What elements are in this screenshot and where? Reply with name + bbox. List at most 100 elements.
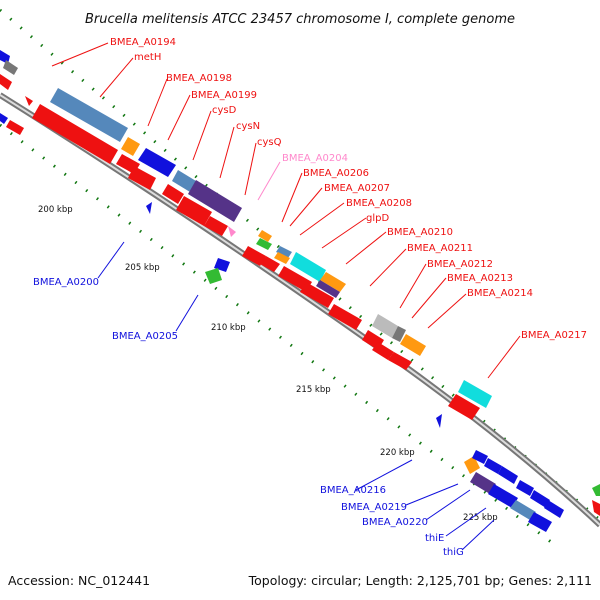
gene-feature [464, 456, 480, 474]
leader-lines [51, 42, 521, 379]
gene-feature [436, 414, 442, 428]
gene-label: cysQ [257, 137, 282, 148]
leader-line [487, 335, 521, 379]
leader-line [445, 507, 487, 537]
gene-feature [392, 326, 406, 342]
gene-feature [242, 246, 266, 266]
gene-feature [6, 120, 24, 135]
gene-feature [592, 484, 600, 496]
gene-label: glpD [366, 213, 389, 224]
gene-label: BMEA_A0217 [521, 330, 587, 341]
kbp-tick-200: 200 kbp [38, 205, 73, 215]
gene-feature [470, 472, 496, 494]
leader-line [192, 110, 212, 161]
leader-line [51, 42, 109, 67]
gene-feature [256, 238, 272, 250]
gene-feature [25, 96, 33, 106]
gene-feature [121, 137, 140, 156]
gene-feature [484, 458, 502, 474]
gene-label: BMEA_A0220 [362, 517, 428, 528]
gene-feature [0, 113, 8, 124]
gene-feature [162, 184, 184, 204]
leader-line [219, 126, 235, 179]
gene-label-pink: BMEA_A0204 [282, 153, 348, 164]
gene-label: BMEA_A0199 [191, 90, 257, 101]
gene-feature [530, 490, 550, 508]
kbp-tick-220: 220 kbp [380, 448, 415, 458]
gene-label: BMEA_A0213 [447, 273, 513, 284]
gene-feature [328, 304, 362, 330]
gene-label: BMEA_A0205 [112, 331, 178, 342]
gene-feature [300, 282, 334, 308]
leader-lines-blue [97, 241, 495, 551]
gene-feature [290, 252, 326, 282]
gene-label: cysD [212, 105, 237, 116]
gene-feature [544, 500, 564, 518]
gene-feature [146, 202, 152, 214]
gene-feature [316, 280, 340, 298]
gene-feature [274, 252, 290, 264]
leader-line-pink [257, 161, 281, 201]
leader-line [355, 459, 413, 491]
gene-label: BMEA_A0212 [427, 259, 493, 270]
kbp-ticks: 200 kbp 205 kbp 210 kbp 215 kbp 220 kbp … [38, 205, 498, 523]
kbp-tick-205: 205 kbp [125, 263, 160, 273]
leader-line [405, 483, 459, 506]
gene-feature [260, 256, 280, 272]
gene-label: thiG [443, 547, 464, 558]
topology-text: Topology: circular; Length: 2,125,701 bp… [248, 573, 592, 588]
gene-label: BMEA_A0211 [407, 243, 473, 254]
leader-line [369, 248, 407, 287]
gene-feature [320, 272, 346, 292]
gene-label: BMEA_A0207 [324, 183, 390, 194]
gene-feature [176, 196, 212, 226]
leader-line [321, 217, 367, 249]
gene-feature [128, 166, 156, 190]
gene-feature [448, 394, 480, 420]
map-title: Brucella melitensis ATCC 23457 chromosom… [85, 12, 515, 27]
gene-label: BMEA_A0219 [341, 502, 407, 513]
gene-label: BMEA_A0200 [33, 277, 99, 288]
gene-feature [458, 380, 492, 408]
gene-label: BMEA_A0198 [166, 73, 232, 84]
gene-feature [372, 342, 394, 360]
gene-feature [228, 226, 236, 237]
gene-label: BMEA_A0208 [346, 198, 412, 209]
gene-feature [204, 216, 228, 236]
gene-label: BMEA_A0214 [467, 288, 533, 299]
gene-label: thiE [425, 533, 444, 544]
leader-line [399, 263, 427, 309]
gene-feature [0, 74, 12, 90]
gene-label: BMEA_A0210 [387, 227, 453, 238]
leader-line [289, 187, 323, 227]
leader-line [461, 519, 495, 551]
gene-labels-blue: BMEA_A0200 BMEA_A0205 BMEA_A0216 BMEA_A0… [33, 277, 464, 558]
leader-line [147, 78, 168, 127]
gene-feature [3, 60, 18, 75]
accession-text: Accession: NC_012441 [8, 573, 150, 588]
kbp-tick-215: 215 kbp [296, 385, 331, 395]
gene-feature [592, 500, 600, 516]
gene-label: BMEA_A0194 [110, 37, 176, 48]
gene-label: BMEA_A0216 [320, 485, 386, 496]
gene-feature [172, 170, 196, 192]
gene-feature [510, 500, 536, 520]
gene-feature [188, 180, 242, 222]
leader-line [99, 57, 134, 98]
gene-feature [400, 334, 426, 356]
leader-line [427, 293, 467, 329]
gene-feature [498, 466, 518, 484]
gene-label: BMEA_A0206 [303, 168, 369, 179]
gene-feature [0, 50, 10, 64]
gene-feature [50, 88, 128, 142]
gene-feature [276, 246, 292, 258]
leader-line [299, 202, 345, 236]
gene-feature [372, 314, 398, 338]
leader-line [345, 231, 387, 265]
leader-line [244, 142, 257, 196]
gene-label: cysN [236, 121, 260, 132]
gene-feature [278, 266, 312, 292]
gene-feature [32, 104, 118, 164]
kbp-tick-225: 225 kbp [463, 513, 498, 523]
